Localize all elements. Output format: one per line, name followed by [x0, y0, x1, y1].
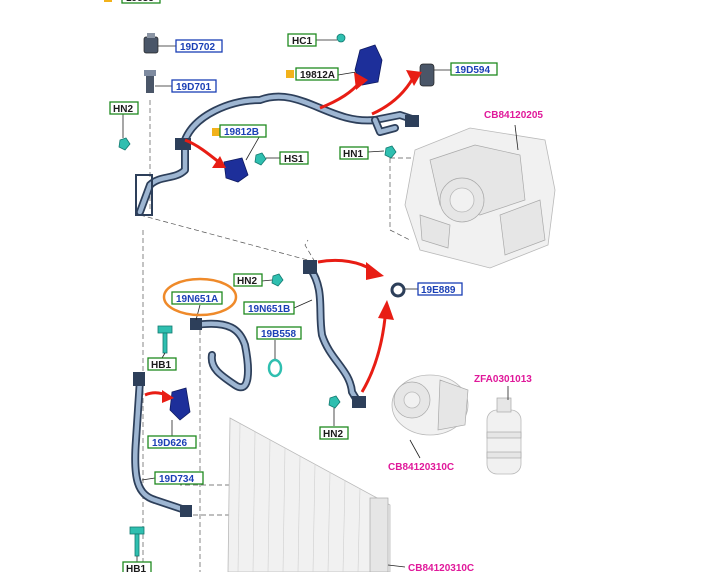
- svg-text:HN2: HN2: [323, 429, 343, 440]
- bracket-19d626: [169, 387, 191, 421]
- compressor: [391, 374, 469, 459]
- label-cb84120310c-a[interactable]: CB84120310C: [388, 462, 454, 473]
- bracket-19812b: [223, 157, 249, 183]
- label-19812b[interactable]: 19812B: [212, 124, 267, 138]
- svg-text:CB84120310C: CB84120310C: [388, 462, 454, 473]
- label-hb1-a[interactable]: HB1: [147, 357, 177, 371]
- svg-text:HN1: HN1: [343, 149, 363, 160]
- label-hb1-b[interactable]: HB1: [122, 561, 152, 572]
- upper-pipe: [135, 92, 419, 216]
- svg-text:19812A: 19812A: [300, 70, 335, 81]
- fitting-19d594: [419, 63, 435, 87]
- svg-text:CB84120205: CB84120205: [484, 110, 543, 121]
- label-19d594[interactable]: 19D594: [450, 62, 498, 76]
- red-arrow-icon: [319, 72, 368, 110]
- red-arrow-icon: [184, 138, 226, 168]
- label-19n651b[interactable]: 19N651B: [243, 301, 295, 315]
- svg-text:CB84120310C: CB84120310C: [408, 563, 474, 572]
- label-19d701[interactable]: 19D701: [171, 79, 217, 93]
- label-19812a[interactable]: 19812A: [286, 67, 339, 81]
- pipe-19d734: [131, 372, 192, 517]
- label-hs1[interactable]: HS1: [279, 151, 309, 165]
- sensor-19d702: [143, 33, 159, 54]
- label-hn2-a[interactable]: HN2: [109, 101, 139, 115]
- svg-text:19812B: 19812B: [224, 127, 259, 138]
- clip-hn2-c: [328, 395, 341, 409]
- receiver-drier: [486, 386, 522, 475]
- hvac-unit: [404, 124, 556, 269]
- oring-19b558: [267, 358, 283, 378]
- svg-text:19D594: 19D594: [455, 65, 490, 76]
- label-19e889[interactable]: 19E889: [417, 282, 463, 296]
- yellow-square-marker-icon: [212, 128, 220, 136]
- svg-text:HS1: HS1: [284, 154, 304, 165]
- svg-text:19N651B: 19N651B: [248, 304, 290, 315]
- svg-text:19835: 19835: [126, 0, 154, 4]
- svg-text:HC1: HC1: [292, 36, 312, 47]
- label-19d702[interactable]: 19D702: [175, 39, 223, 53]
- yellow-square-marker-icon: [286, 70, 294, 78]
- svg-text:19D734: 19D734: [159, 474, 194, 485]
- svg-text:19D626: 19D626: [152, 438, 187, 449]
- svg-text:19B558: 19B558: [261, 329, 296, 340]
- svg-text:HN2: HN2: [237, 276, 257, 287]
- clip-hn1: [384, 145, 397, 159]
- svg-text:HN2: HN2: [113, 104, 133, 115]
- label-cut-top[interactable]: 19835: [104, 0, 161, 4]
- label-19n651a[interactable]: 19N651A: [162, 277, 238, 317]
- clip-hb1-a: [157, 325, 173, 354]
- svg-text:HB1: HB1: [126, 564, 146, 572]
- label-cb84120310c-b[interactable]: CB84120310C: [408, 563, 474, 572]
- pipe-19n651b: [303, 260, 366, 408]
- label-hn1[interactable]: HN1: [339, 146, 369, 160]
- clip-hs1: [254, 152, 267, 166]
- svg-text:ZFA0301013: ZFA0301013: [474, 374, 532, 385]
- oring-19e889: [390, 282, 406, 298]
- red-arrow-icon: [317, 258, 384, 280]
- valve-19d701: [144, 70, 156, 93]
- label-19d626[interactable]: 19D626: [147, 435, 197, 449]
- svg-text:19N651A: 19N651A: [176, 294, 218, 305]
- condenser: [227, 417, 406, 572]
- clip-hc1: [336, 33, 346, 43]
- svg-text:19D701: 19D701: [176, 82, 211, 93]
- clip-hn2-a: [118, 137, 131, 151]
- bracket-19812a: [354, 44, 383, 86]
- red-arrow-icon: [371, 70, 422, 116]
- clip-hb1-b: [129, 526, 145, 557]
- label-zfa0301013[interactable]: ZFA0301013: [474, 374, 532, 385]
- highlight-circle: [162, 277, 238, 317]
- label-cb84120205[interactable]: CB84120205: [484, 110, 543, 121]
- label-hc1[interactable]: HC1: [287, 33, 317, 47]
- svg-text:19E889: 19E889: [421, 285, 456, 296]
- red-arrow-icon: [360, 300, 394, 393]
- red-arrow-icon: [144, 390, 174, 403]
- label-19d734[interactable]: 19D734: [154, 471, 204, 485]
- svg-text:HB1: HB1: [151, 360, 171, 371]
- clip-hn2-b: [271, 273, 284, 287]
- svg-text:19D702: 19D702: [180, 42, 215, 53]
- label-19b558[interactable]: 19B558: [256, 326, 302, 340]
- label-hn2-c[interactable]: HN2: [319, 426, 349, 440]
- label-hn2-b[interactable]: HN2: [233, 273, 263, 287]
- pipe-19n651a: [190, 318, 252, 392]
